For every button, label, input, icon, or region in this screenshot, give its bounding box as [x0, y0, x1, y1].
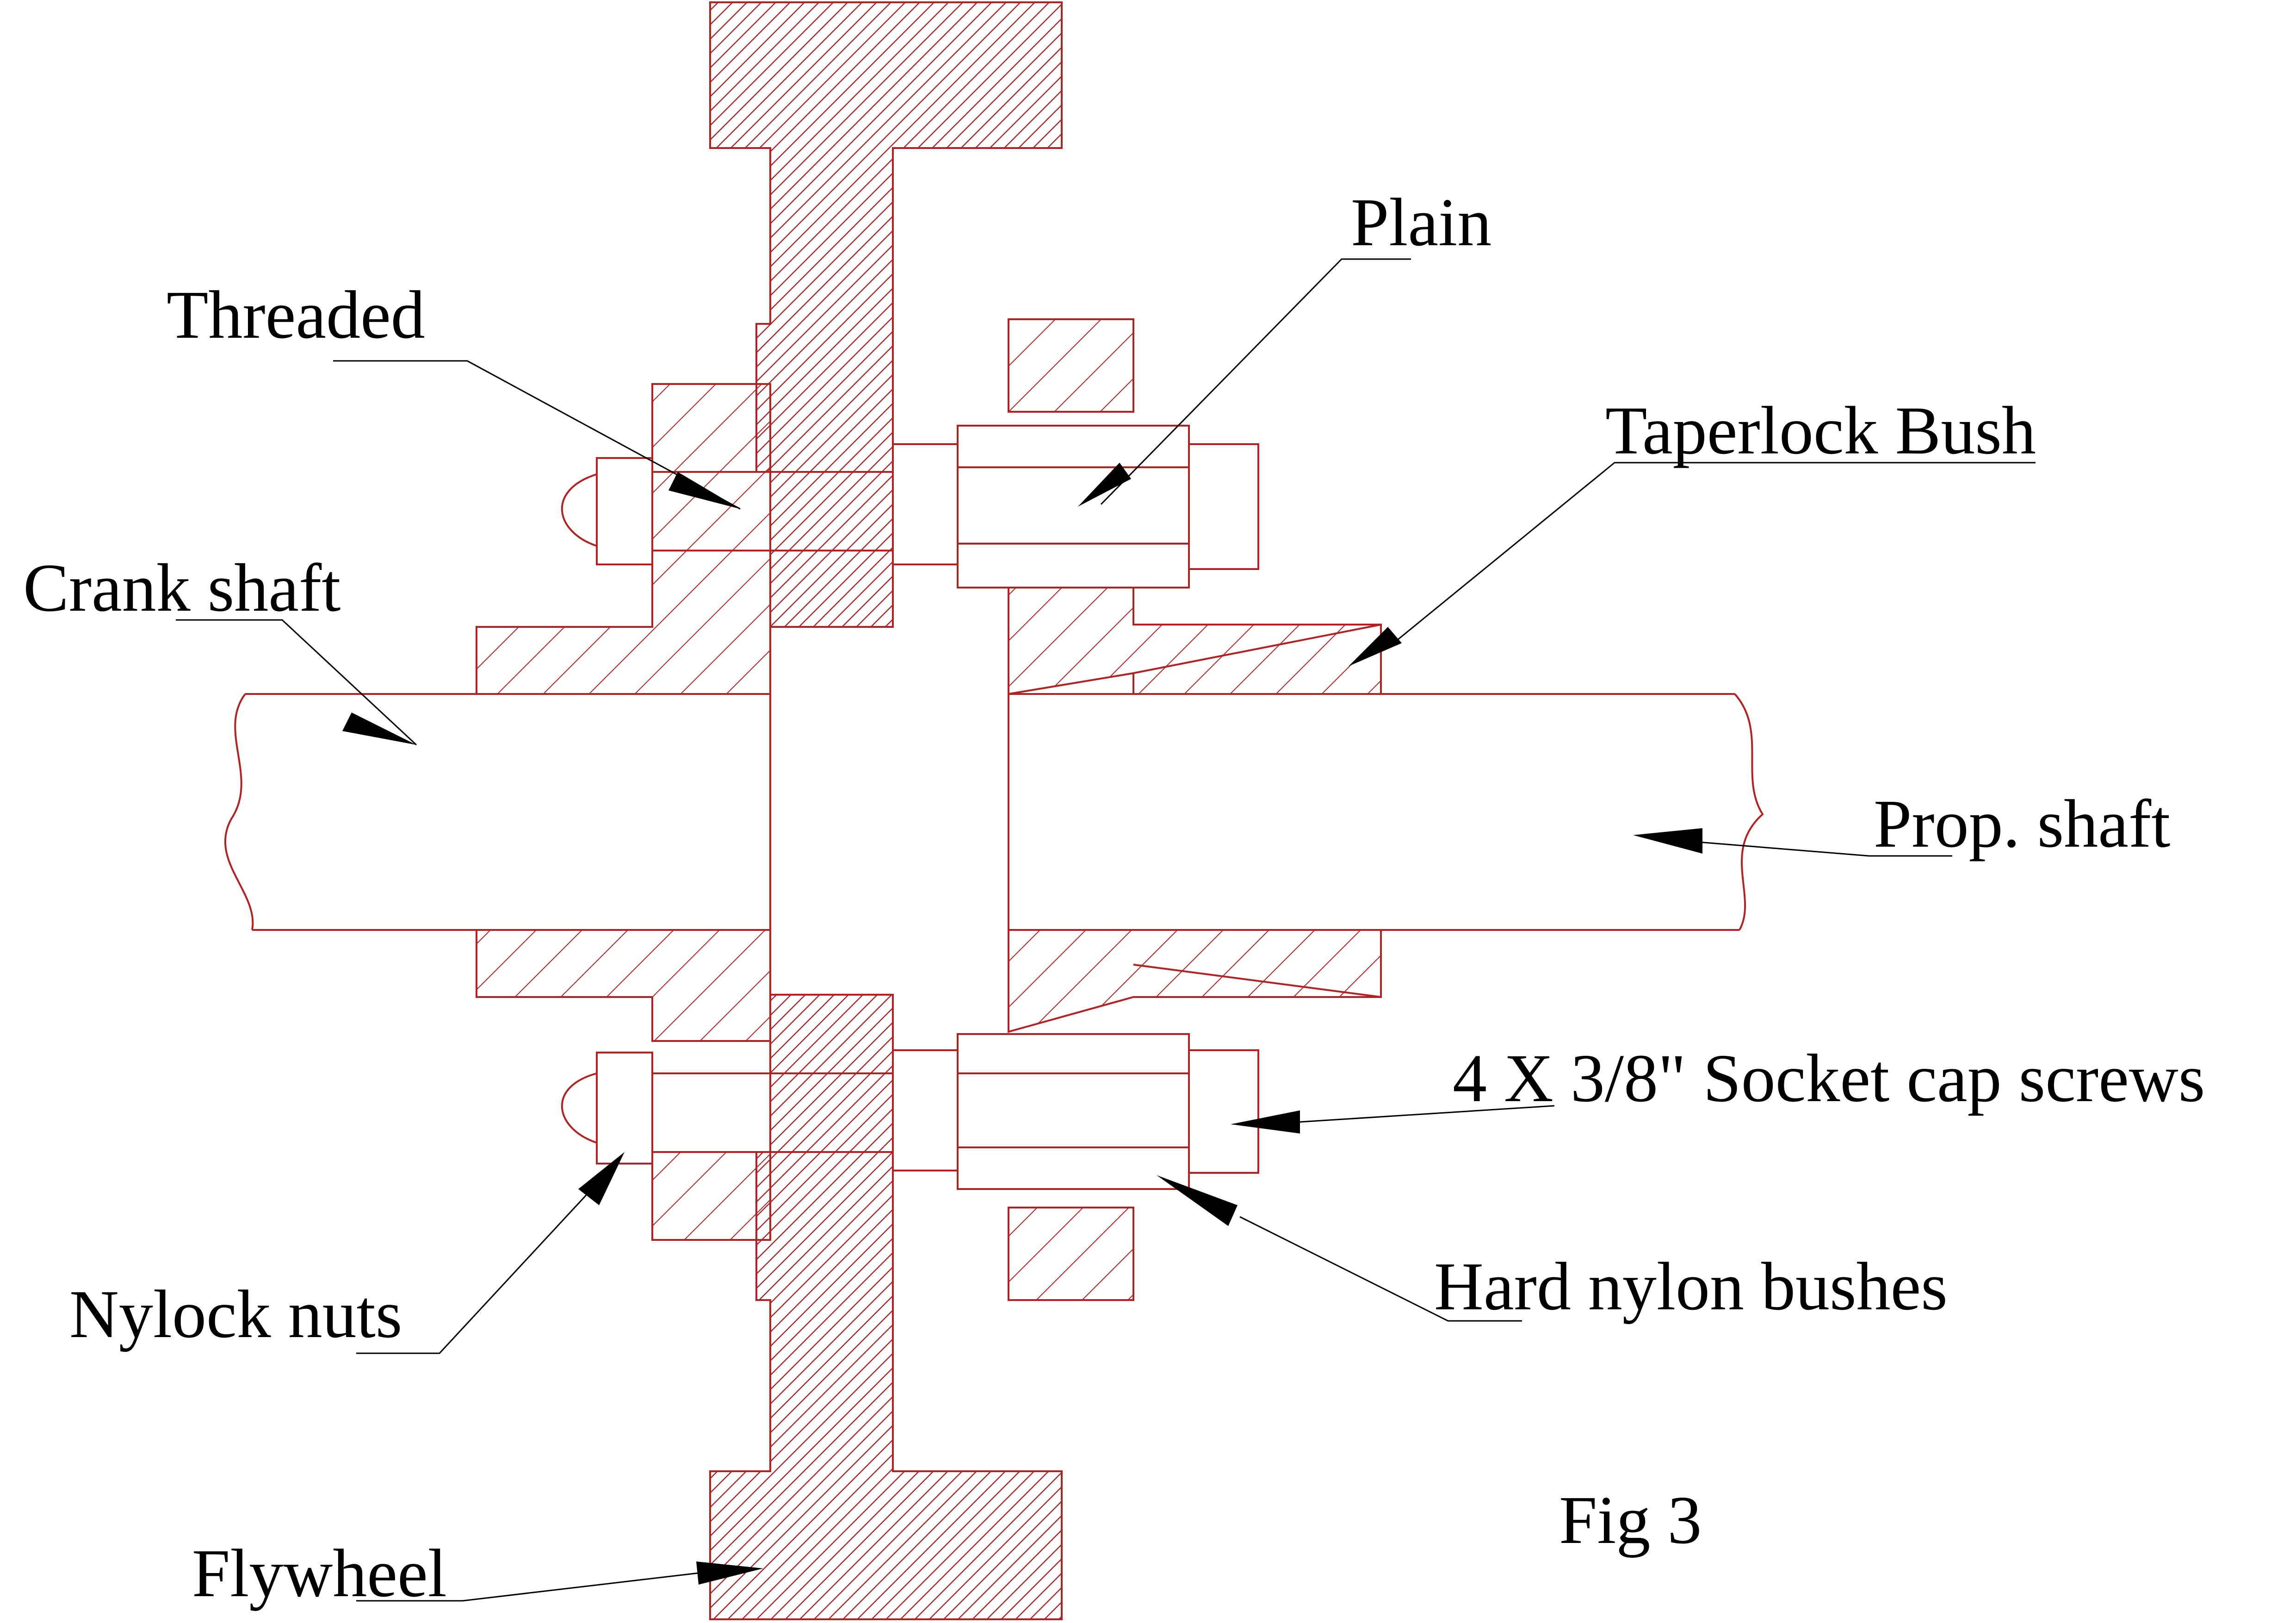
leader-plain — [1078, 258, 1411, 507]
crank-hub-section — [476, 383, 771, 1241]
label-plain: Plain — [1351, 185, 1491, 260]
upper-bolt-assembly — [561, 425, 1259, 588]
leader-socket-cap-screws — [1231, 1105, 1555, 1134]
lower-bolt-assembly — [561, 1033, 1259, 1190]
label-taperlock-bush: Taperlock Bush — [1605, 393, 2036, 469]
label-flywheel: Flywheel — [192, 1536, 447, 1611]
leader-taperlock-bush — [1349, 462, 2036, 666]
leader-nylock-nuts — [356, 1152, 625, 1354]
label-prop-shaft: Prop. shaft — [1874, 786, 2170, 862]
figure-caption: Fig 3 — [1559, 1482, 1702, 1558]
leader-threaded — [333, 360, 741, 510]
leader-prop-shaft — [1633, 828, 1952, 857]
crank-shaft — [224, 693, 771, 931]
label-crank-shaft: Crank shaft — [23, 550, 340, 626]
taperlock-bush — [1133, 624, 1382, 998]
label-socket-cap-screws: 4 X 3/8" Socket cap screws — [1453, 1041, 2205, 1116]
label-hard-nylon-bushes: Hard nylon bushes — [1434, 1249, 1948, 1325]
leader-flywheel — [356, 1561, 763, 1602]
label-threaded: Threaded — [167, 277, 425, 353]
label-nylock-nuts: Nylock nuts — [69, 1276, 402, 1352]
leader-crank-shaft — [176, 619, 417, 746]
prop-shaft — [1008, 588, 1764, 1032]
leader-hard-nylon-bushes — [1157, 1175, 1522, 1322]
